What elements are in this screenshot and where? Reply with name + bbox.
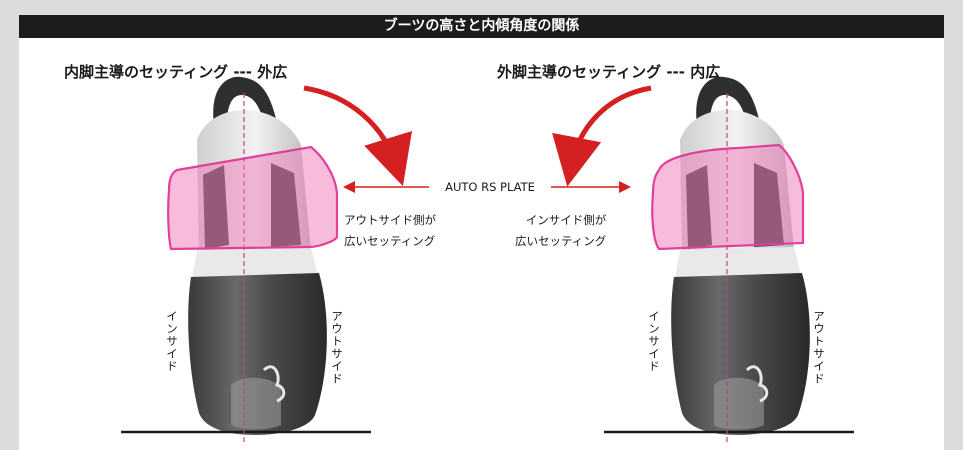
right-note-line2: 広いセッティング: [515, 234, 607, 248]
right-outside-label: アウトサイド: [812, 310, 826, 385]
left-note-line2: 広いセッティング: [344, 234, 436, 248]
right-rs-plate: [651, 143, 805, 251]
title-bar: ブーツの高さと内傾角度の関係: [19, 15, 944, 38]
left-boot: [121, 76, 371, 445]
right-boot: [604, 76, 854, 445]
left-note-line1: アウトサイド側が: [344, 213, 436, 227]
left-outside-label: アウトサイド: [330, 310, 344, 385]
left-rs-plate: [167, 145, 339, 251]
page-title: ブーツの高さと内傾角度の関係: [383, 18, 580, 34]
plate-label: AUTO RS PLATE: [430, 179, 550, 195]
right-note-line1: インサイド側が: [525, 213, 607, 227]
boot-diagram-figure: [121, 76, 854, 445]
left-note: アウトサイド側が 広いセッティング: [344, 210, 436, 252]
right-rotation-arrow: [552, 85, 652, 187]
left-heading: 内脚主導のセッティング --- 外広: [64, 63, 288, 81]
right-inside-label: インサイド: [647, 310, 661, 373]
diagram-panel: ブーツの高さと内傾角度の関係: [19, 15, 944, 450]
left-rotation-arrow: [303, 85, 412, 187]
left-inside-label: インサイド: [165, 310, 179, 373]
right-note: インサイド側が 広いセッティング: [515, 210, 606, 252]
right-heading: 外脚主導のセッティング --- 内広: [497, 63, 721, 81]
